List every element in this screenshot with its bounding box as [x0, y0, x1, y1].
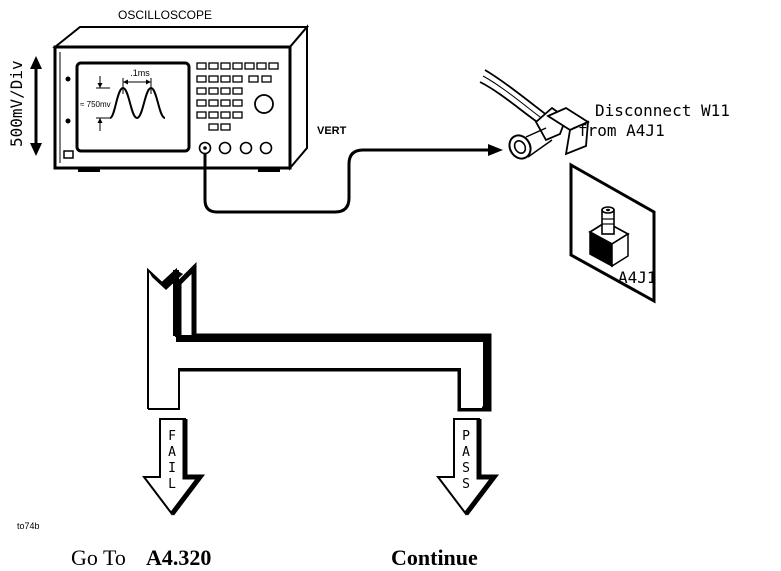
oscilloscope-screen — [75, 61, 191, 153]
test-cable — [203, 148, 495, 214]
pipe-outline-bottom — [148, 368, 482, 410]
fail-outcome-prefix: Go To — [71, 545, 126, 570]
a4j1-board — [569, 162, 656, 304]
scale-arrow-up-icon — [30, 56, 42, 69]
input-connector — [218, 141, 232, 155]
connector-center-icon — [513, 140, 527, 154]
input-connector — [239, 141, 253, 155]
cable-arrow-icon — [488, 144, 503, 156]
disconnect-instruction-line2: from A4J1 — [578, 121, 665, 140]
oscilloscope-foot-right — [258, 167, 280, 172]
control-keypad — [196, 62, 279, 131]
a4j1-label: A4J1 — [618, 268, 657, 287]
pass-letter: S — [462, 461, 470, 476]
figure-id: to74b — [17, 521, 40, 531]
amplitude-arrow-up-icon — [97, 118, 103, 123]
fail-letter: A — [168, 445, 176, 460]
vert-input-pin-icon — [203, 146, 207, 150]
decision-pipe — [147, 261, 492, 412]
vertical-scale: 500mV/Div — [7, 56, 42, 156]
vertical-scale-label: 500mV/Div — [7, 60, 26, 147]
oscilloscope-title: OSCILLOSCOPE — [118, 8, 212, 22]
oscilloscope-foot-left — [78, 167, 100, 172]
pass-arrow: P A S S — [435, 418, 500, 516]
scale-arrow-down-icon — [30, 143, 42, 156]
pass-outcome-action: Continue — [391, 545, 478, 570]
power-switch-icon — [63, 150, 74, 159]
fail-arrow-shadow — [170, 419, 206, 516]
period-arrow-left-icon — [123, 79, 128, 85]
amplitude-label: ≈ 750mv — [80, 100, 111, 109]
fail-letter: L — [168, 477, 176, 492]
w11-connector-drawing — [479, 69, 590, 160]
period-label: .1ms — [130, 68, 150, 78]
period-arrow-right-icon — [146, 79, 151, 85]
screen-knob-icon — [65, 118, 71, 124]
oscilloscope-top-face — [52, 26, 310, 48]
rotary-knob-icon — [254, 94, 274, 114]
screen-knob-icon — [65, 76, 71, 82]
fail-letter: I — [168, 461, 176, 476]
amplitude-arrow-down-icon — [97, 83, 103, 88]
oscilloscope-side-face — [289, 24, 308, 171]
vert-label: VERT — [317, 125, 347, 137]
a4j1-jack-side — [611, 232, 629, 268]
input-connector — [259, 141, 273, 155]
pass-letter: A — [462, 445, 470, 460]
disconnect-instruction-line1: Disconnect W11 — [595, 101, 730, 120]
pass-letter: P — [462, 429, 470, 444]
pass-arrow-shadow — [464, 419, 500, 516]
pass-letter: S — [462, 477, 470, 492]
fail-letter: F — [168, 429, 176, 444]
fail-outcome-target: A4.320 — [146, 545, 211, 570]
waveform-trace — [109, 86, 166, 120]
oscilloscope: OSCILLOSCOPE .1ms ≈ 750mv — [52, 8, 347, 172]
a4j1-pin-icon — [606, 208, 610, 212]
fail-arrow: F A I L — [141, 418, 206, 516]
